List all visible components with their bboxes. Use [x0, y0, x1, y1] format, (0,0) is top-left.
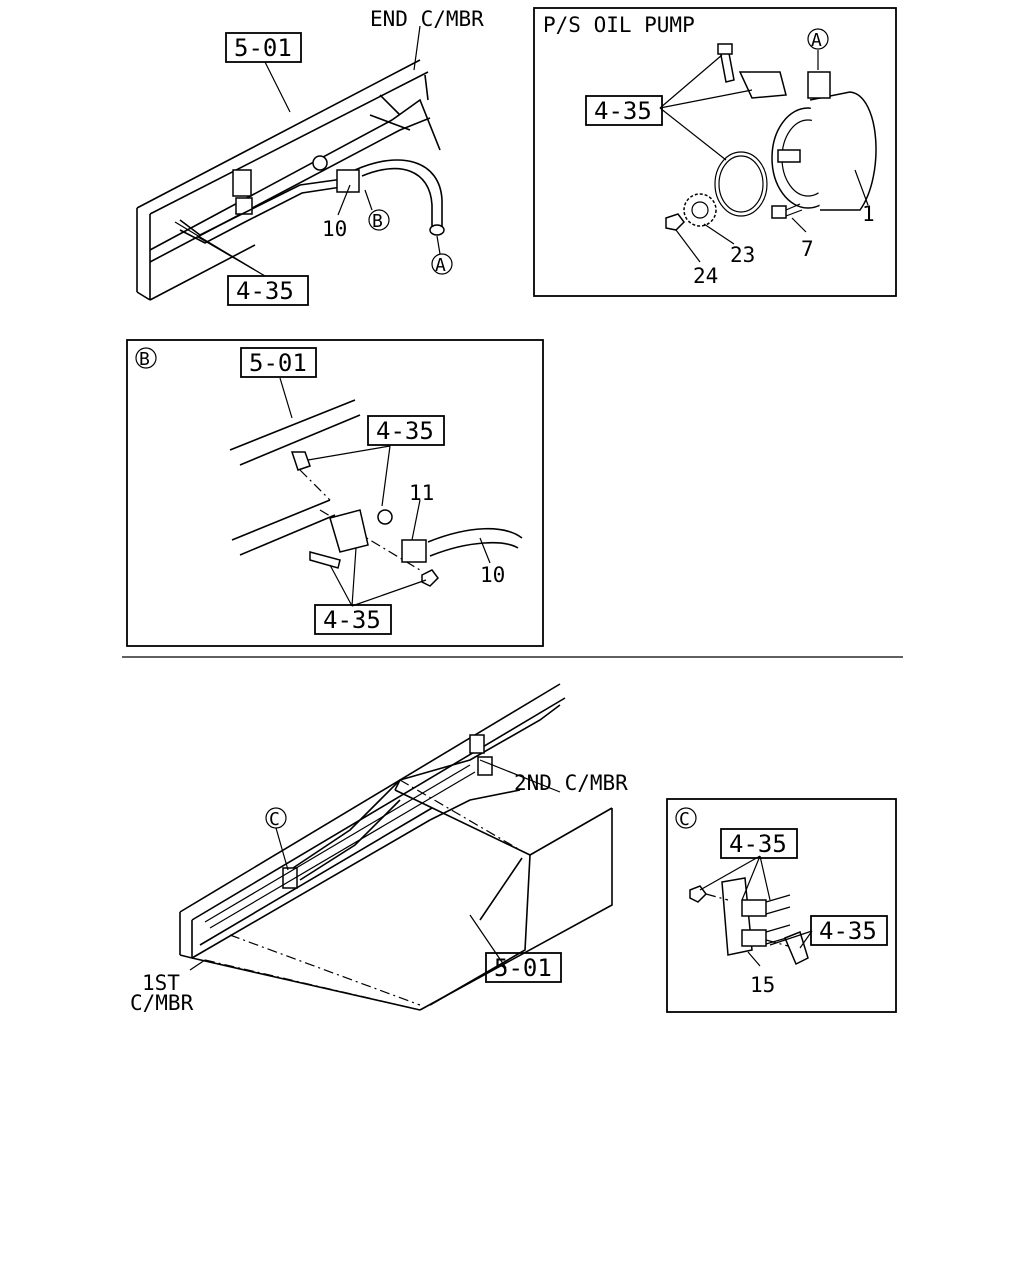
ref-box-5-01 — [225, 32, 302, 63]
detail-c-ref-4-35-right-label: 4-35 — [819, 917, 877, 945]
detail-b-panel: B 5-01 4-35 4-35 11 10 — [126, 339, 544, 647]
detail-c-callout-circle — [675, 807, 697, 829]
detail-c-part-15: 15 — [750, 973, 775, 997]
detail-b-washer — [377, 509, 393, 525]
nut-24 — [665, 213, 685, 231]
detail-b-bolt-lower — [309, 551, 341, 569]
pump-shaft — [777, 149, 801, 163]
callout-b-label: B — [372, 211, 383, 232]
pump-callout-a-label: A — [811, 30, 822, 51]
detail-b-nut — [421, 569, 439, 587]
part-number-23: 23 — [730, 243, 755, 267]
frame-callout-c-circle — [265, 807, 287, 829]
pipe-fitting — [738, 71, 787, 99]
clip-bracket-lower — [235, 197, 253, 215]
oil-hose — [354, 159, 443, 228]
pump-ref-box-4-35 — [585, 95, 663, 126]
detail-b-hose-10 — [427, 527, 523, 557]
o-ring — [714, 151, 768, 217]
detail-b-callout-label: B — [139, 349, 150, 370]
detail-b-frame — [126, 339, 544, 647]
detail-c-panel: C 4-35 4-35 15 — [666, 798, 897, 1013]
detail-b-part-10: 10 — [480, 563, 505, 587]
part-number-24: 24 — [693, 264, 718, 288]
frame-ref-5-01-label: 5-01 — [494, 954, 552, 982]
callout-b-circle — [368, 209, 390, 231]
pump-outlet — [807, 71, 831, 99]
detail-c-bolt — [784, 931, 809, 966]
frame-ref-box-5-01 — [485, 952, 562, 983]
detail-b-clamp-11 — [401, 539, 427, 563]
pump-ref-4-35-label: 4-35 — [594, 97, 652, 125]
ref-5-01-label: 5-01 — [234, 34, 292, 62]
detail-b-ref-box-4-35-bottom — [314, 604, 392, 635]
top-left-view: 5-01 4-35 END C/MBR 10 B A — [136, 7, 484, 306]
detail-b-ref-box-4-35-top — [367, 415, 445, 446]
part-number-1: 1 — [862, 202, 875, 226]
callout-a-label: A — [435, 255, 446, 276]
detail-c-frame — [666, 798, 897, 1013]
pump-panel-frame — [533, 7, 897, 297]
detail-b-callout-circle — [135, 347, 157, 369]
detail-c-clip-upper — [741, 899, 767, 917]
clip-bracket-upper — [232, 169, 252, 197]
detail-c-ref-box-4-35-right — [810, 915, 888, 946]
detail-b-part-11: 11 — [409, 481, 434, 505]
detail-c-ref-4-35-top-label: 4-35 — [729, 830, 787, 858]
gear-23 — [683, 193, 717, 227]
pump-panel: P/S OIL PUMP 4-35 A 1 7 23 24 — [533, 7, 897, 297]
bolt-7 — [771, 205, 787, 219]
detail-b-ref-5-01-label: 5-01 — [249, 349, 307, 377]
detail-c-nut — [689, 885, 707, 903]
pump-callout-a-circle — [807, 28, 829, 50]
hose-end — [429, 224, 445, 236]
detail-b-bracket — [329, 509, 369, 553]
detail-c-clip-lower — [741, 929, 767, 947]
bottom-frame-view: C 2ND C/MBR 1ST C/MBR 5-01 — [130, 683, 628, 1015]
second-cmbr-label: 2ND C/MBR — [514, 771, 628, 795]
detail-c-callout-label: C — [679, 809, 690, 830]
frame-clip-lower — [477, 756, 493, 776]
bolt — [312, 155, 328, 171]
first-cmbr-label-line2: C/MBR — [130, 991, 194, 1015]
pump-panel-title: P/S OIL PUMP — [543, 13, 695, 37]
ref-4-35-label: 4-35 — [236, 277, 294, 305]
part-number-10: 10 — [322, 217, 347, 241]
ref-box-4-35 — [227, 275, 309, 306]
end-cmbr-label: END C/MBR — [370, 7, 484, 31]
detail-b-ref-4-35-bottom-label: 4-35 — [323, 606, 381, 634]
pump-housing — [809, 91, 877, 211]
detail-c-ref-box-4-35-top — [720, 828, 798, 859]
detail-b-ref-box-5-01 — [240, 347, 317, 378]
pipe-clamp — [336, 169, 360, 193]
frame-callout-c-label: C — [269, 809, 280, 830]
callout-a-circle — [431, 253, 453, 275]
part-number-7: 7 — [801, 237, 814, 261]
frame-clip-upper — [469, 734, 485, 754]
first-cmbr-label-line1: 1ST — [142, 971, 180, 995]
detail-b-ref-4-35-top-label: 4-35 — [376, 417, 434, 445]
detail-b-bolt — [290, 451, 311, 471]
